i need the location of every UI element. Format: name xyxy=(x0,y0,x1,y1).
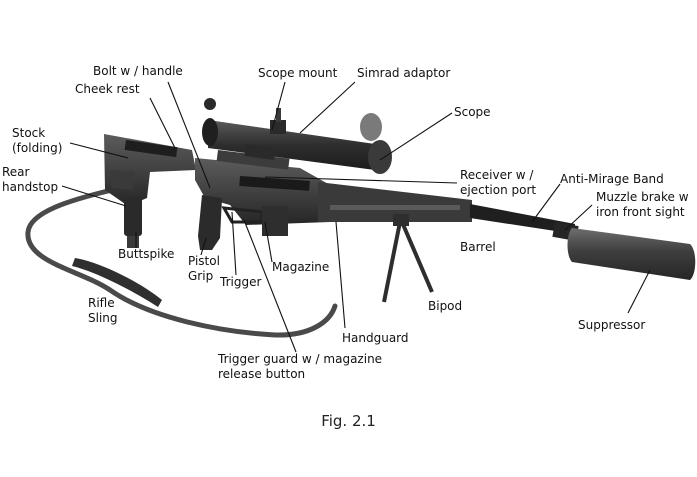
leader-handguard xyxy=(335,221,346,329)
leader-trigger xyxy=(231,211,237,276)
pistol-grip xyxy=(198,195,222,250)
bipod xyxy=(382,214,434,303)
leader-anti-mirage xyxy=(531,183,561,223)
handguard-rail xyxy=(330,205,460,210)
label-rifle-sling: Rifle Sling xyxy=(88,296,118,325)
rifle-sling xyxy=(25,187,338,338)
barrel xyxy=(470,204,575,234)
leader-scope-mount xyxy=(271,81,286,131)
leader-cheek-rest xyxy=(149,97,176,149)
label-bipod: Bipod xyxy=(428,299,463,313)
label-bolt: Bolt w / handle xyxy=(93,64,183,78)
label-handguard: Handguard xyxy=(342,331,409,345)
stock xyxy=(104,134,196,206)
label-trigger-guard: Trigger guard w / magazine release butto… xyxy=(218,352,383,381)
leader-lines xyxy=(61,81,651,353)
leader-suppressor xyxy=(627,269,651,314)
label-anti-mirage-band: Anti-Mirage Band xyxy=(560,172,664,186)
label-barrel: Barrel xyxy=(460,240,496,254)
receiver xyxy=(195,150,330,225)
label-scope: Scope xyxy=(454,105,491,119)
label-pistol-grip: Pistol Grip xyxy=(188,254,220,283)
label-stock: Stock (folding) xyxy=(12,126,63,155)
leader-stock xyxy=(69,142,129,159)
leader-handstop xyxy=(61,185,127,207)
scope xyxy=(202,98,392,174)
leader-muzzle xyxy=(564,204,593,231)
label-scope-mount: Scope mount xyxy=(258,66,338,80)
label-receiver: Receiver w / ejection port xyxy=(460,168,537,197)
label-trigger: Trigger xyxy=(220,275,262,289)
leader-trigger-guard xyxy=(243,219,297,353)
label-suppressor: Suppressor xyxy=(578,318,646,332)
leader-scope xyxy=(379,112,453,161)
label-simrad-adaptor: Simrad adaptor xyxy=(357,66,451,80)
sling-pad xyxy=(72,258,162,307)
suppressor xyxy=(567,228,696,280)
leader-pistol-grip xyxy=(200,237,207,256)
label-cheek-rest: Cheek rest xyxy=(75,82,140,96)
figure-caption: Fig. 2.1 xyxy=(321,412,376,430)
leader-simrad xyxy=(299,81,356,134)
leader-magazine xyxy=(264,221,273,263)
leader-bolt xyxy=(167,81,211,189)
label-muzzle-brake: Muzzle brake w iron front sight xyxy=(596,190,689,219)
label-buttspike: Buttspike xyxy=(118,247,175,261)
label-magazine: Magazine xyxy=(272,260,330,274)
scope-mount xyxy=(244,143,276,161)
buttspike xyxy=(124,198,142,248)
label-rear-handstop: Rear handstop xyxy=(2,165,59,194)
leader-receiver xyxy=(264,176,458,184)
handguard xyxy=(318,182,472,222)
